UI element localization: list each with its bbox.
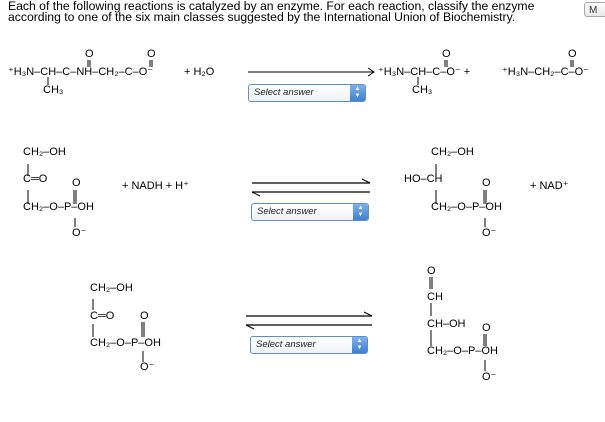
struct-text: CH₂–OH <box>23 146 66 158</box>
struct-text: C═O <box>90 310 115 322</box>
select-placeholder: Select answer <box>256 339 316 350</box>
struct-text: O <box>482 177 491 189</box>
reactant-dipeptide: ⁺H₃N–CH–C–NH–CH₂–C–O⁻ <box>8 66 154 78</box>
cofactors-text: + NADH + H⁺ <box>122 180 189 192</box>
struct-text: CH₂–O–P–OH <box>90 337 161 349</box>
carbonyl-o: O <box>85 48 94 60</box>
struct-text: C═O <box>23 173 48 185</box>
carbonyl-o: O <box>568 48 577 60</box>
arrowhead <box>367 67 375 77</box>
reaction-2-answer-select[interactable]: Select answer ▲▼ <box>251 203 369 221</box>
reactant-water: + H₂O <box>184 66 215 78</box>
carbonyl-o: O <box>147 48 156 60</box>
select-arrows-icon: ▲▼ <box>353 204 368 220</box>
select-arrows-icon: ▲▼ <box>352 337 367 353</box>
struct-text: CH₂–OH <box>431 146 474 158</box>
select-placeholder: Select answer <box>257 206 317 217</box>
struct-text: O <box>482 322 491 334</box>
select-arrows-icon: ▲▼ <box>350 85 365 101</box>
cofactor-text: + NAD⁺ <box>530 180 569 192</box>
struct-text: O <box>140 310 149 322</box>
struct-text: CH₂–O–P–OH <box>23 201 94 213</box>
struct-text: HO–CH <box>404 173 443 185</box>
struct-text: O⁻ <box>140 361 155 373</box>
struct-text: CH <box>427 291 443 303</box>
struct-text: O⁻ <box>482 371 497 383</box>
reaction-3-answer-select[interactable]: Select answer ▲▼ <box>250 336 368 354</box>
struct-text: CH–OH <box>427 318 466 330</box>
struct-text: CH₂–OH <box>90 282 133 294</box>
carbonyl-o: O <box>442 48 451 60</box>
product-alanine: ⁺H₃N–CH–C–O⁻ + <box>378 66 471 78</box>
struct-text: O⁻ <box>482 227 497 239</box>
reaction-1-answer-select[interactable]: Select answer ▲▼ <box>248 84 366 102</box>
methyl-group: CH₃ <box>43 84 64 96</box>
more-button[interactable]: M <box>584 2 605 17</box>
methyl-group: CH₃ <box>412 84 433 96</box>
question-text: Each of the following reactions is catal… <box>8 0 535 24</box>
struct-text: O <box>427 265 436 277</box>
struct-text: O <box>72 177 81 189</box>
struct-text: CH₂–O–P–OH <box>431 201 502 213</box>
struct-text: O⁻ <box>72 227 87 239</box>
select-placeholder: Select answer <box>254 87 314 98</box>
struct-text: CH₂–O–P–OH <box>427 345 498 357</box>
product-glycine: ⁺H₃N–CH₂–C–O⁻ <box>502 66 589 78</box>
